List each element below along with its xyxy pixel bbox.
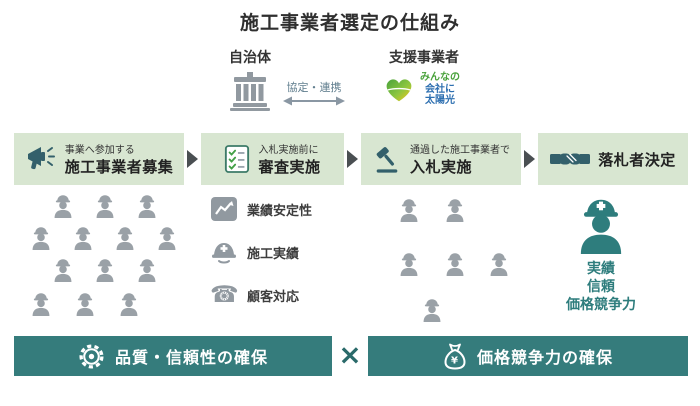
worker-icon	[112, 224, 138, 250]
flow-arrow-1	[187, 150, 198, 168]
worker-icon	[442, 250, 468, 276]
worker-icon	[486, 250, 512, 276]
criterion-stability-label: 業績安定性	[247, 203, 313, 219]
step-recruit-text: 事業へ参加する 施工事業者募集	[65, 141, 174, 177]
worker-icon	[50, 256, 76, 282]
government-building-icon	[230, 72, 270, 111]
step-bidding-main: 入札実施	[410, 158, 473, 176]
quality-banner: 品質・信頼性の確保	[14, 336, 332, 376]
checklist-icon	[225, 145, 250, 173]
step-bidding-pre: 通過した施工事業者で	[410, 145, 510, 156]
municipality-label: 自治体	[229, 50, 271, 66]
criterion-stability: 業績安定性	[210, 196, 312, 222]
criterion-customer-service-label: 顧客対応	[247, 290, 300, 305]
gavel-icon	[376, 147, 398, 173]
supporter-logo: みんなの 会社に 太陽光	[382, 72, 460, 107]
step-screening: 入札実施前に 審査実施	[201, 133, 344, 185]
worker-icon	[442, 196, 468, 222]
phone-icon: ☎	[210, 282, 239, 308]
step-bidding-text: 通過した施工事業者で 入札実施	[410, 141, 510, 177]
criterion-track-record-label: 施工実績	[247, 246, 300, 262]
logo-line-3: 太陽光	[425, 95, 455, 106]
candidate-workers-cluster	[16, 188, 184, 328]
supporter-logo-text: みんなの 会社に 太陽光	[420, 72, 460, 107]
handshake-icon	[550, 153, 591, 165]
worker-icon	[396, 196, 422, 222]
double-arrow-icon	[283, 96, 345, 106]
cooperation-label: 協定・連携	[286, 81, 342, 94]
chart-icon	[211, 197, 237, 221]
price-banner-label: 価格競争力の確保	[476, 348, 613, 367]
logo-line-1: みんなの	[420, 72, 460, 83]
price-banner: ¥ 価格競争力の確保	[368, 336, 688, 376]
flow-arrow-3	[524, 150, 535, 168]
winner-trait-1: 実績	[587, 261, 615, 277]
megaphone-icon	[27, 147, 55, 170]
worker-icon	[92, 192, 118, 218]
step-winner-main: 落札者決定	[598, 150, 676, 169]
worker-icon	[154, 224, 180, 250]
step-bidding: 通過した施工事業者で 入札実施	[361, 133, 521, 185]
worker-icon	[28, 224, 54, 250]
svg-text:¥: ¥	[451, 356, 459, 367]
helmet-icon	[212, 243, 236, 264]
winner-trait-3: 価格競争力	[566, 297, 636, 314]
worker-icon	[419, 296, 445, 322]
logo-line-2: 会社に	[425, 83, 455, 95]
step-screening-text: 入札実施前に 審査実施	[258, 141, 320, 177]
worker-icon	[70, 224, 96, 250]
flow-arrow-2	[347, 150, 358, 168]
worker-icon	[134, 256, 160, 282]
step-winner: 落札者決定	[538, 133, 688, 185]
supporter-label: 支援事業者	[389, 50, 459, 66]
worker-icon	[28, 290, 54, 316]
worker-icon	[92, 256, 118, 282]
winner-trait-2: 信頼	[587, 279, 615, 296]
heart-leaf-icon	[386, 79, 412, 102]
step-recruit: 事業へ参加する 施工事業者募集	[14, 133, 184, 185]
page-title: 施工事業者選定の仕組み	[239, 12, 460, 34]
worker-icon	[50, 192, 76, 218]
worker-icon	[134, 192, 160, 218]
winner-traits: 実績 信頼 価格競争力	[536, 260, 666, 315]
step-recruit-pre: 事業へ参加する	[64, 145, 135, 156]
step-screening-pre: 入札実施前に	[258, 145, 319, 156]
step-recruit-main: 施工事業者募集	[64, 158, 174, 176]
gear-icon	[79, 343, 104, 369]
winner-worker-icon	[570, 192, 632, 254]
multiply-sign: ×	[338, 338, 362, 371]
worker-icon	[72, 290, 98, 316]
criterion-customer-service: ☎ 顧客対応	[210, 284, 299, 307]
money-bag-icon: ¥	[444, 343, 466, 370]
quality-banner-label: 品質・信頼性の確保	[114, 348, 268, 367]
criterion-track-record: 施工実績	[210, 240, 299, 264]
step-screening-main: 審査実施	[258, 158, 321, 176]
worker-icon	[116, 290, 142, 316]
passed-workers-cluster	[382, 192, 512, 322]
worker-icon	[396, 250, 422, 276]
